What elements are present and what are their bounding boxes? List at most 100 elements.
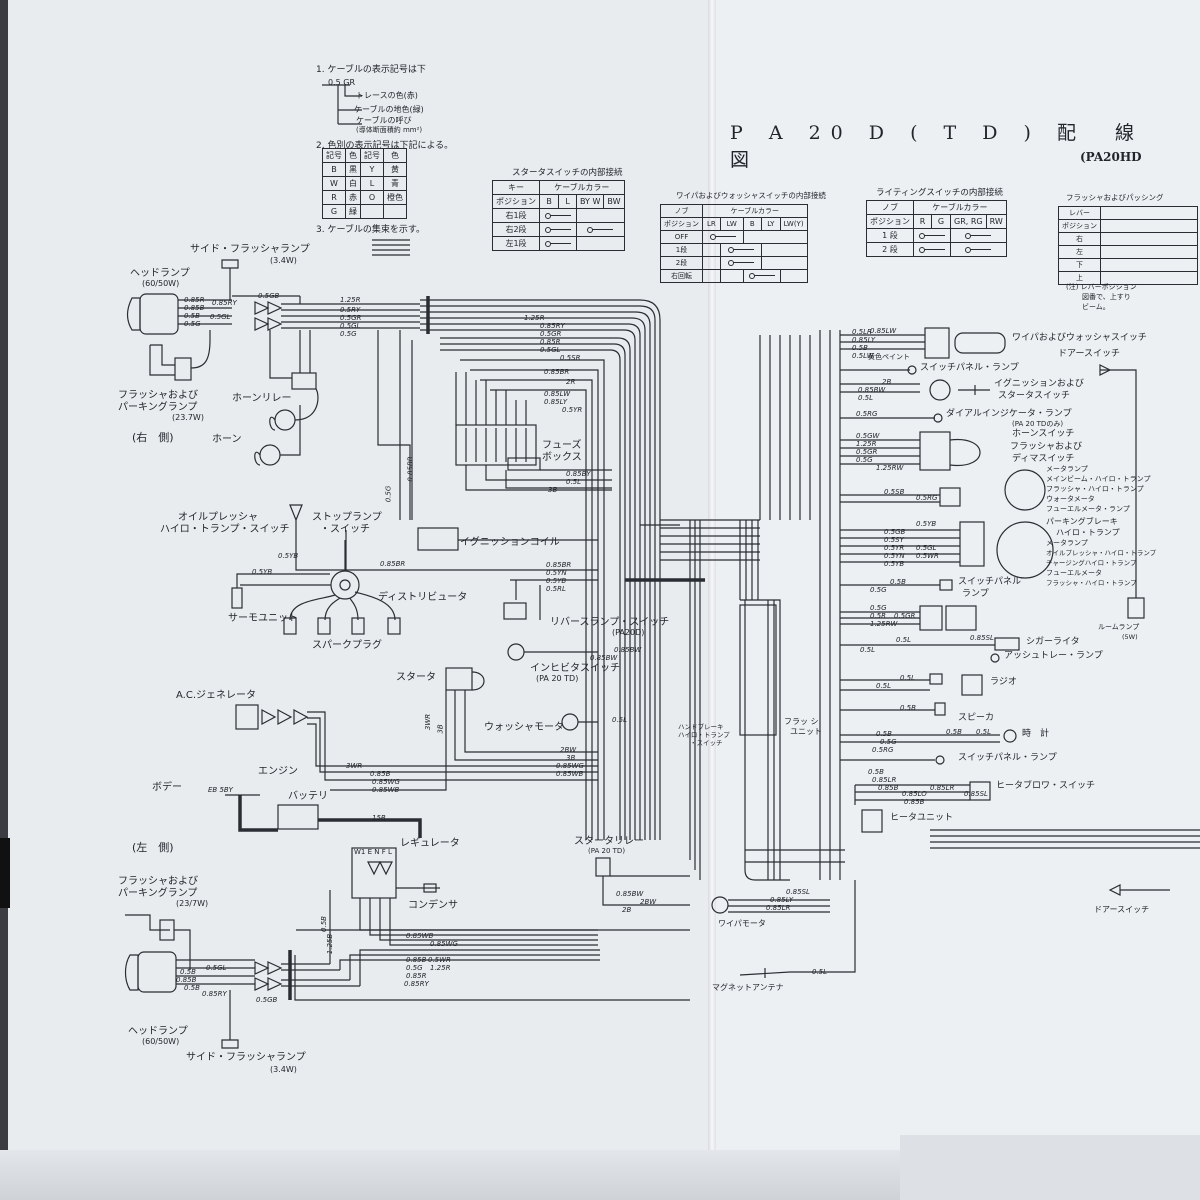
label-headlamp-left-w: (60/50W) (142, 1037, 180, 1046)
label-horn-relay: ホーンリレー (232, 393, 292, 404)
label-flasher-parking-left-1: フラッシャおよび (118, 876, 198, 887)
fuse-ac-td (507, 457, 541, 471)
wire-label: 1.25RW (876, 464, 904, 472)
label-meter-lamp-2: メータランプ (1046, 539, 1088, 547)
note-3: 3. ケーブルの集束を示す。 (316, 225, 426, 235)
wire-label: 0.5G (340, 330, 357, 338)
room-lamp (1127, 597, 1145, 619)
wire-label: 0.5RY (340, 306, 361, 314)
horn-top-bell (269, 416, 276, 431)
heater-blower-switch (969, 781, 991, 801)
wire-label: 0.5B (852, 344, 868, 352)
wire-label: EB 5BY (208, 786, 233, 794)
headlamp-left-body (137, 951, 177, 993)
wire-label: 0.5G (870, 604, 887, 612)
connection-mark (726, 245, 756, 253)
regulator-wires (359, 898, 598, 946)
thermo-wire (236, 573, 330, 588)
radio-wires (840, 679, 930, 691)
label-oil-pressure-pilot: オイルプレッシャ・ハイロ・トランプ (1046, 549, 1157, 557)
flasher-note-2: 図番で、上すり (1082, 293, 1131, 301)
connection-mark (543, 225, 573, 233)
spark-plug (283, 617, 297, 635)
label-dial-indicator-model: (PA 20 TDのみ) (1012, 420, 1064, 428)
label-regulator-terminals: W1 E N F L (354, 848, 392, 856)
label-flasher-pilot-2: フラッシャ・ハイロ・トランプ (1046, 579, 1137, 587)
wt-row: 右回転 (660, 269, 703, 283)
label-washer-motor: ウォッシャモータ (484, 722, 564, 733)
wire-label: 0.85WG (430, 940, 458, 948)
connection-mark (708, 232, 738, 240)
wire-label: 0.85BW (590, 654, 618, 662)
label-side-flasher-left-w: (3.4W) (270, 1065, 297, 1074)
meter-connector (939, 487, 961, 507)
wire-label: 0.5WR (428, 956, 451, 964)
headlamp-left-wires (176, 959, 255, 985)
connector-triangle (254, 317, 270, 331)
wire-label: 0.5B (946, 728, 962, 736)
flasher-parking-right-shape (149, 344, 175, 376)
label-parking-brake-1: パーキングブレーキ (1046, 517, 1118, 526)
wire-label: 0.5GL (206, 964, 227, 972)
flasher-parking-right-lamp (174, 357, 192, 381)
wire-label: 0.5B (876, 730, 892, 738)
wire-label: 0.5L (566, 478, 582, 486)
wire-label: 0.5L (858, 394, 874, 402)
headlamp-right-wires (178, 299, 232, 325)
connection-mark (963, 231, 993, 239)
wire-label: 0.85RY (404, 980, 429, 988)
label-battery: バッテリ (288, 791, 328, 802)
wire-label: 0.85B (878, 784, 899, 792)
headlamp-right-shape (126, 297, 141, 331)
fuse-box-out (465, 465, 612, 491)
wiper-table-caption: ワイパおよびウォッシャスイッチの内部接続 (676, 191, 826, 200)
wire-label: 0.5RG (872, 746, 894, 754)
wire-label: 0.85LR (872, 776, 897, 784)
wire-label: 0.5SY (884, 536, 904, 544)
ignition-coil (417, 527, 459, 551)
wire-label: 2B (622, 906, 632, 914)
note-1-size1: ケーブルの呼び (356, 116, 412, 125)
connection-mark (963, 245, 993, 253)
label-parking-brake-2: ハイロ・トランプ (1056, 528, 1120, 537)
note-2: 2. 色別の表示記号は下記による。 (316, 141, 454, 151)
wire-label: 15B (372, 814, 386, 822)
label-reverse-switch: リバースランプ・スイッチ (550, 617, 670, 628)
side-flasher-left-lamp (221, 990, 239, 1049)
label-starter-relay: スタータリレー (574, 836, 644, 847)
wire-label: 0.5YN (884, 552, 905, 560)
wire-label: 0.85RY (212, 299, 237, 307)
wire-label: 2B (882, 378, 892, 386)
label-flasher-dimmer-1: フラッシャおよび (1010, 442, 1083, 452)
wire-label: 0.5GR (856, 448, 878, 456)
label-left-side: (左 側) (132, 841, 174, 854)
wire-label: 0.5G (184, 320, 201, 328)
wire-label: 0.85B (904, 798, 925, 806)
label-room-lamp-w: (5W) (1122, 633, 1138, 641)
label-stoplamp-1: ストップランプ (312, 512, 382, 523)
label-switch-panel-2b: ランプ (962, 589, 989, 599)
wire-label: 0.85B (184, 304, 205, 312)
regulator-symbol (367, 861, 381, 876)
wire-label: 0.5GB (258, 292, 280, 300)
wire-label: 0.5GL (340, 322, 361, 330)
wire-label: 0.85LR (930, 784, 955, 792)
spark-plug-wires (289, 591, 396, 621)
center-wires (377, 330, 413, 520)
front-harness-right (232, 295, 661, 840)
wire-label: 0.5B (319, 916, 328, 932)
label-engine: エンジン (258, 766, 298, 777)
wire-label: 2BW (640, 898, 657, 906)
label-flasher-parking-right-1: フラッシャおよび (118, 390, 198, 401)
wire-label: 1.25R (430, 964, 451, 972)
ct-cell: 橙色 (383, 190, 407, 205)
wire-label: 0.85RY (202, 990, 227, 998)
wire-label: 0.5RG (856, 410, 878, 418)
wire-label: 3B (436, 724, 445, 734)
wire-label: 0.85BR (380, 560, 406, 568)
distributor-wires (240, 540, 346, 586)
headlamp-right-body (139, 293, 179, 335)
wiper-switch-body (954, 332, 1006, 354)
connection-mark (543, 239, 573, 247)
wire-label: 0.5L (876, 682, 892, 690)
